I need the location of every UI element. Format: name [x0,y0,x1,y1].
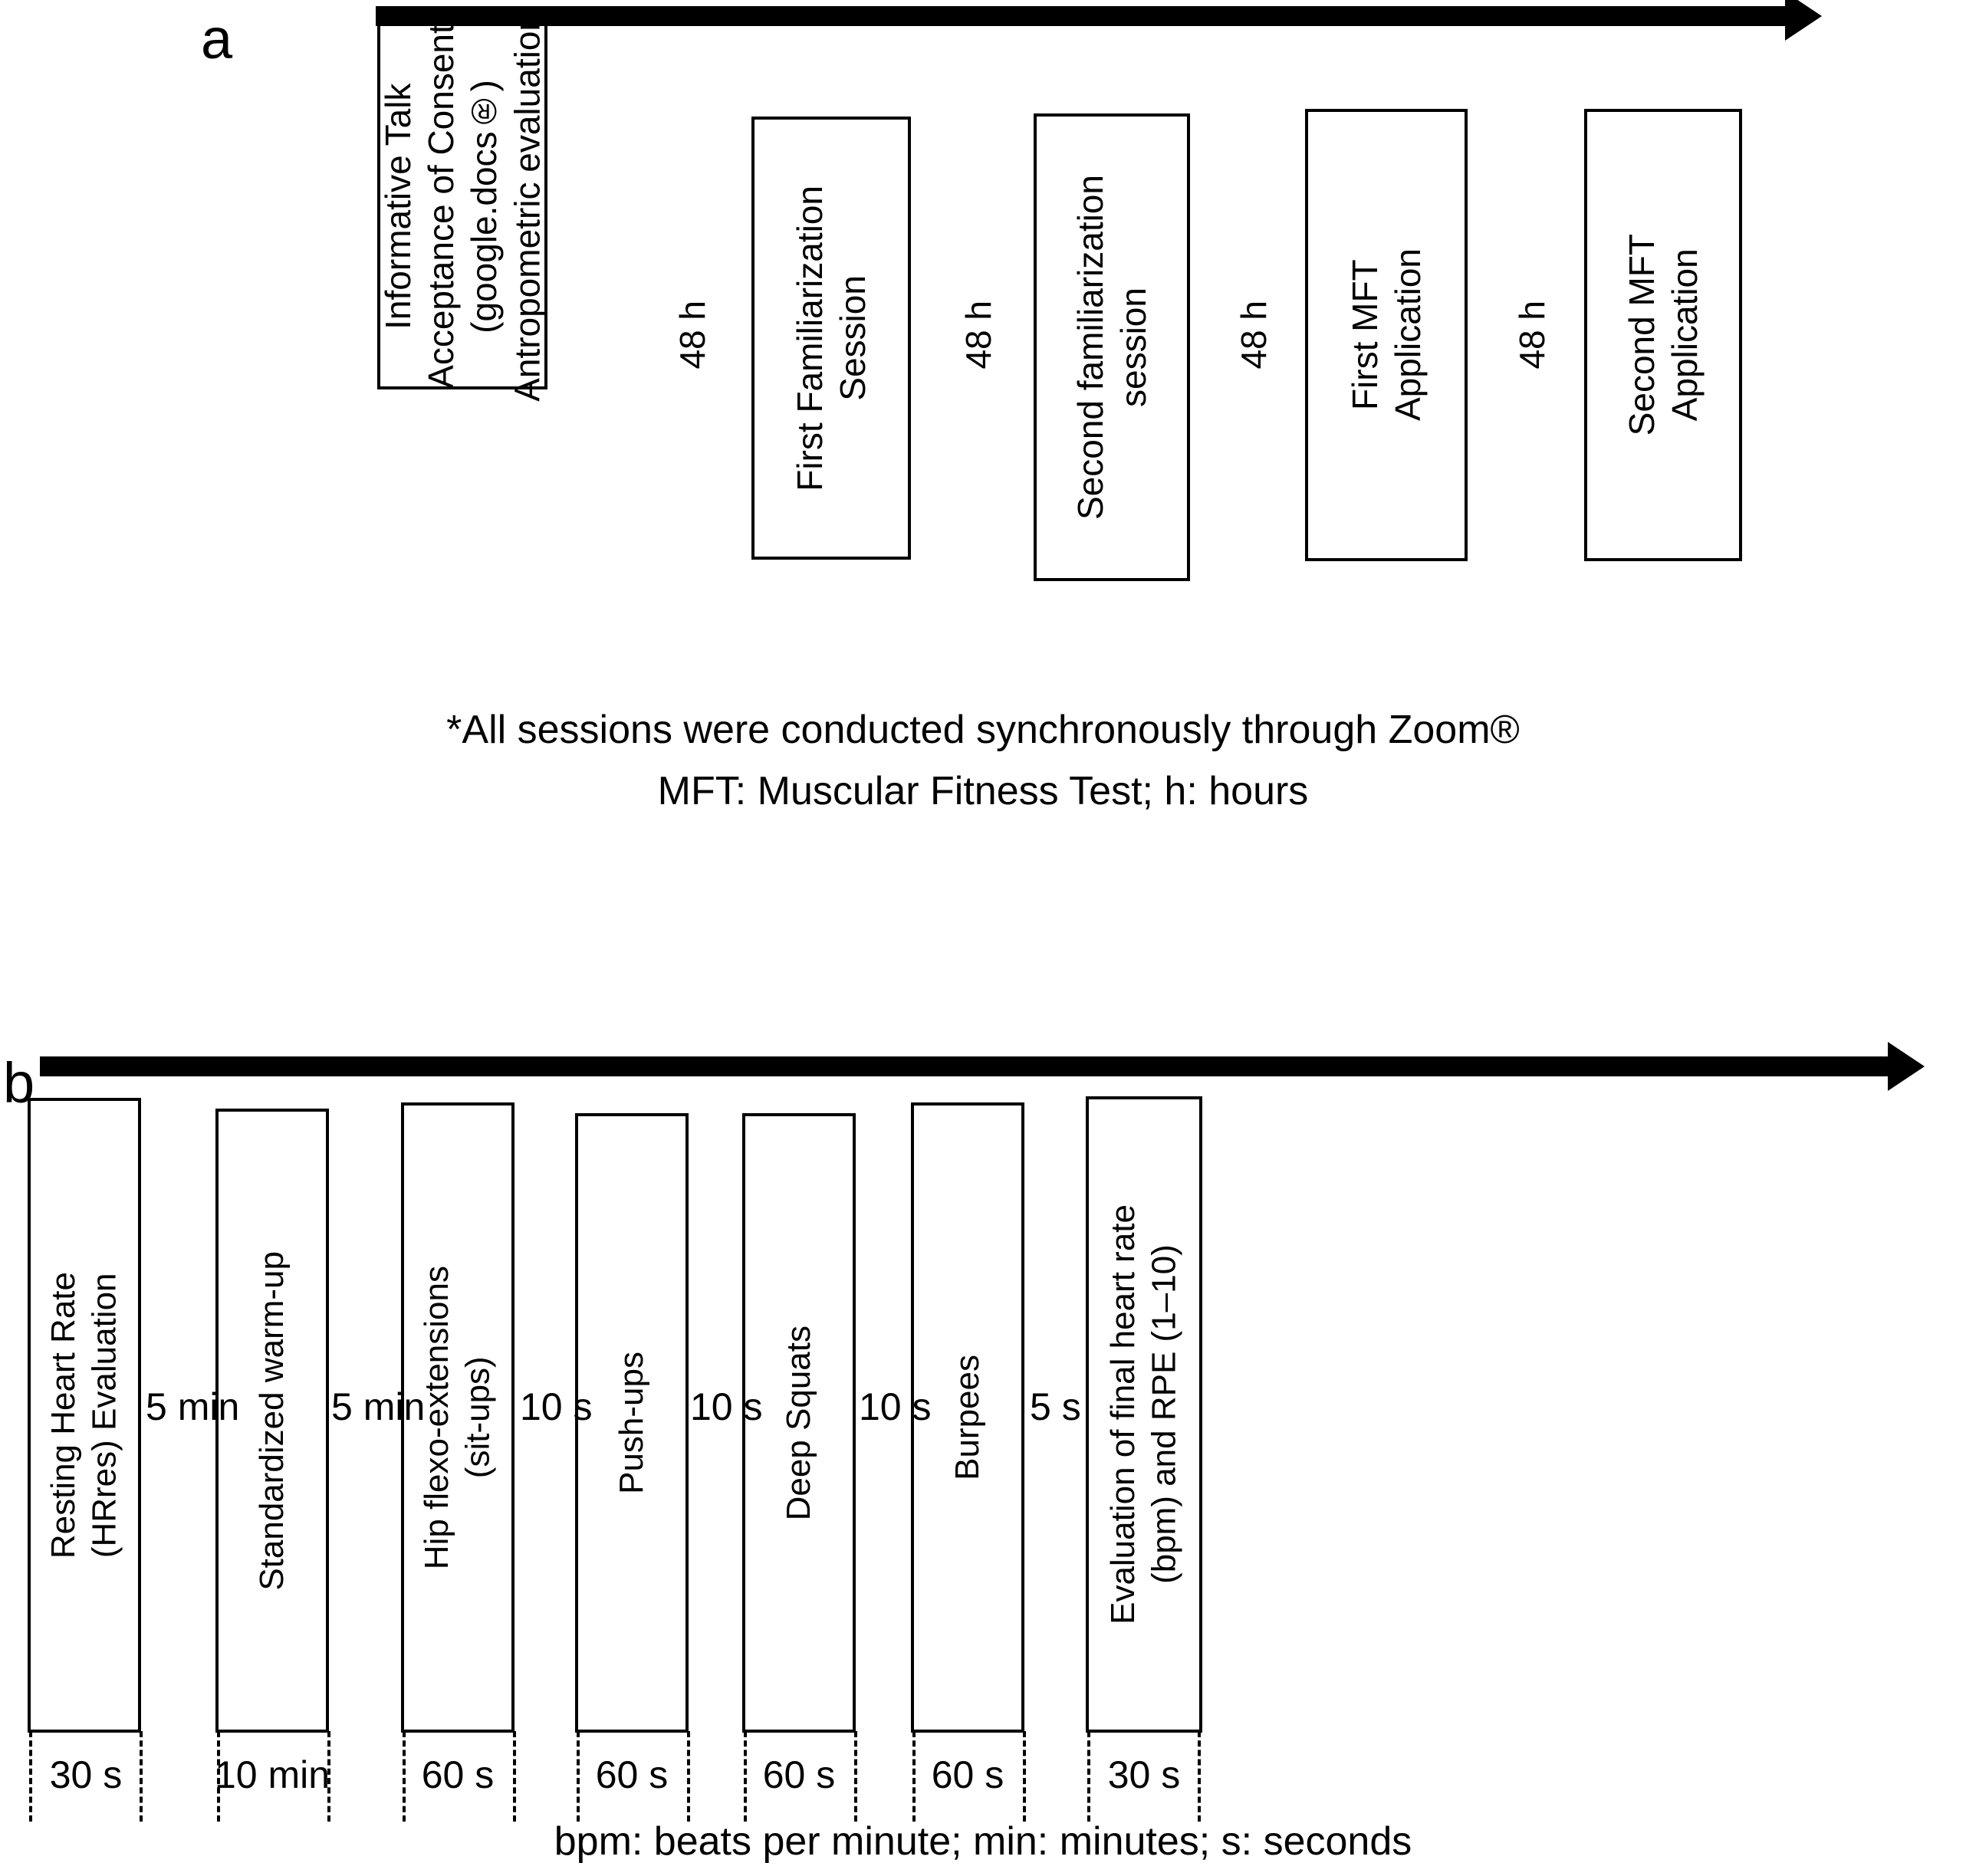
panel-b-interval-4: 10 s [690,1385,763,1428]
panel-a-interval-2: 48 h [958,301,998,370]
panel-b-step-2-label: Standardized warm-up [253,1250,291,1591]
panel-a-step-5: Second MFT Application [1584,109,1742,561]
panel-b-duration-tick-4b [687,1731,690,1822]
panel-b-step-3: Hip flexo-extensions (sit-ups) [401,1102,515,1733]
panel-b-duration-tick-6a [912,1731,916,1822]
panel-a-interval-1: 48 h [672,301,712,370]
panel-b-step-5: Deep Squats [742,1113,856,1733]
panel-a-step-4: First MFT Application [1305,109,1468,561]
panel-b-duration-tick-1a [29,1731,32,1822]
panel-a-step-3-label: Second familiarization session [1070,174,1153,520]
panel-b-duration-tick-2a [217,1731,220,1822]
panel-b-step-6-label: Burpees [948,1355,987,1480]
panel-a-timeline-arrow [376,0,1822,41]
panel-a-interval-4: 48 h [1512,301,1552,370]
panel-a-step-1-label: Informative Talk Acceptance of Consent (… [377,11,547,402]
panel-b-duration-1: 30 s [49,1753,123,1796]
panel-b-duration-3: 60 s [421,1753,495,1796]
panel-b-duration-tick-1b [140,1731,143,1822]
panel-a-caption-1: *All sessions were conducted synchronous… [446,708,1520,752]
panel-a-step-1: Informative Talk Acceptance of Consent (… [377,11,547,401]
panel-b-caption-1: bpm: beats per minute; min: minutes; s: … [554,1819,1412,1864]
panel-b-interval-5: 10 s [859,1385,932,1428]
panel-b-duration-tick-3a [403,1731,406,1822]
panel-b-duration-4: 60 s [595,1753,669,1796]
panel-a-letter: a [201,7,233,71]
panel-b-step-2: Standardized warm-up [215,1109,329,1733]
panel-b-interval-1: 5 min [146,1385,240,1428]
panel-b-step-5-label: Deep Squats [780,1325,818,1521]
panel-b-duration-tick-6b [1023,1731,1026,1822]
panel-b-duration-tick-5b [854,1731,857,1822]
panel-b-duration-tick-4a [577,1731,580,1822]
panel-b-duration-tick-2b [327,1731,330,1822]
panel-b-interval-6: 5 s [1030,1385,1081,1428]
panel-b-step-1: Resting Heart Rate (HRres) Evaluation [28,1098,141,1733]
panel-b-duration-2: 10 min [214,1753,330,1796]
panel-a-caption-2: MFT: Muscular Fitness Test; h: hours [657,769,1309,813]
panel-b-duration-tick-5a [744,1731,747,1822]
panel-b-duration-tick-3b [513,1731,516,1822]
panel-a-step-2: First Familiarization Session [751,117,911,560]
panel-a-step-5-label: Second MFT Application [1621,234,1705,436]
panel-b-step-4-label: Push-ups [613,1352,651,1494]
panel-b-duration-6: 60 s [931,1753,1004,1796]
panel-b-step-7-label: Evaluation of final heart rate (bpm) and… [1104,1204,1183,1625]
panel-b-duration-tick-7a [1087,1731,1090,1822]
panel-b-duration-7: 30 s [1107,1753,1181,1796]
panel-b-timeline-arrow [40,1042,1925,1091]
panel-a-step-4-label: First MFT Application [1344,248,1428,422]
panel-b-step-3-label: Hip flexo-extensions (sit-ups) [418,1265,497,1570]
panel-b-interval-2: 5 min [331,1385,426,1428]
panel-a-step-3: Second familiarization session [1034,113,1190,581]
panel-b-step-4: Push-ups [575,1113,689,1733]
panel-a-step-2-label: First Familiarization Session [789,185,873,491]
panel-b-step-7: Evaluation of final heart rate (bpm) and… [1086,1096,1202,1733]
panel-a-interval-3: 48 h [1234,301,1274,370]
panel-b-step-6: Burpees [911,1102,1024,1733]
panel-b-interval-3: 10 s [520,1385,593,1428]
panel-b-duration-tick-7b [1198,1731,1201,1822]
panel-b-step-1-label: Resting Heart Rate (HRres) Evaluation [44,1271,123,1559]
panel-b-duration-5: 60 s [762,1753,836,1796]
